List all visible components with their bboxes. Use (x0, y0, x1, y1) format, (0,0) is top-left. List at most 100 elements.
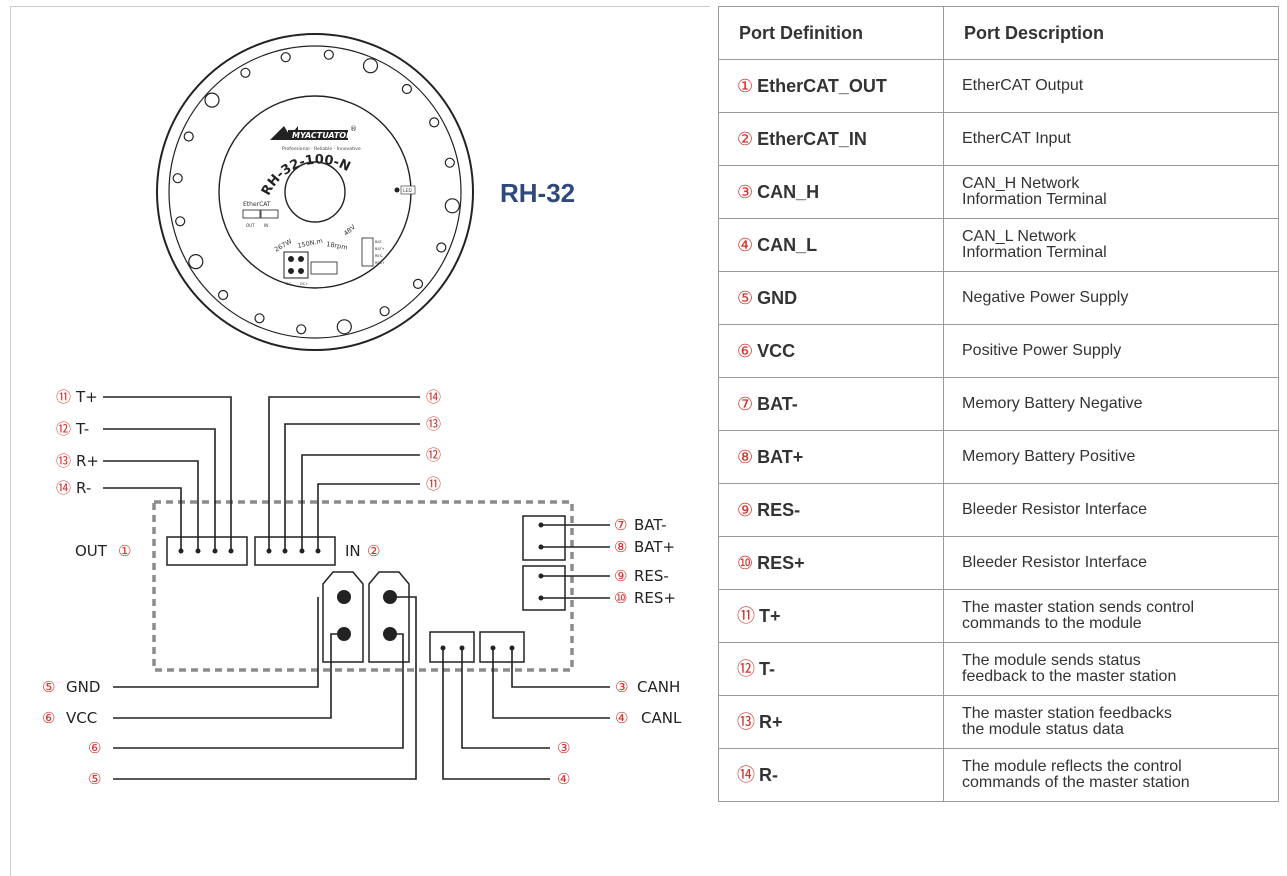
brand-name: MYACTUATOR (292, 131, 352, 140)
svg-text:T-: T- (75, 420, 89, 438)
svg-text:VCC: VCC (66, 709, 97, 727)
port-description-line: Memory Battery Negative (962, 395, 1143, 412)
port-description-cell: EtherCAT Output (943, 59, 1279, 113)
svg-text:OUT: OUT (246, 223, 255, 228)
svg-text:⑬: ⑬ (426, 415, 441, 433)
port-number: ② (737, 129, 754, 149)
port-number: ③ (737, 182, 754, 202)
port-name: T- (759, 659, 775, 679)
svg-text:DC-: DC- (286, 282, 293, 286)
bolt-hole (204, 92, 220, 108)
motor-side-header (361, 237, 374, 267)
port-description-line: commands to the module (962, 615, 1142, 632)
port-description-cell: Bleeder Resistor Interface (943, 483, 1279, 537)
port-name: CAN_L (757, 235, 818, 255)
svg-text:⑫: ⑫ (426, 446, 441, 464)
gnd-terminal (322, 571, 364, 663)
motor-in-connector (260, 209, 279, 219)
port-description-cell: Bleeder Resistor Interface (943, 536, 1279, 590)
frame-top (10, 6, 710, 7)
svg-text:LED: LED (403, 188, 412, 194)
port-number: ⑪ (737, 606, 755, 626)
svg-text:BAT+: BAT+ (634, 538, 675, 556)
svg-text:④: ④ (557, 770, 570, 788)
board-outline (152, 500, 574, 672)
port-name: EtherCAT_OUT (757, 76, 887, 96)
port-name: T+ (759, 606, 781, 626)
port-description-line: EtherCAT Input (962, 130, 1071, 147)
power-labels: ⑤ GND ⑥ VCC ⑥ ⑤ (42, 678, 101, 788)
port-name: GND (757, 288, 798, 308)
bolt-hole (323, 49, 334, 60)
port-description-line: the module status data (962, 721, 1124, 738)
motor-ethercat-label: EtherCAT (243, 201, 271, 208)
port-name: CAN_H (757, 182, 820, 202)
bolt-hole (379, 306, 390, 317)
port-name: R+ (759, 712, 783, 732)
motor-out-connector (242, 209, 261, 219)
port-name: RES+ (757, 553, 805, 573)
svg-text:⑭: ⑭ (56, 479, 71, 497)
can-block-2 (479, 631, 525, 663)
motor-power-block (283, 251, 309, 279)
col-port-definition: Port Definition (718, 6, 944, 60)
port-description-line: Bleeder Resistor Interface (962, 554, 1147, 571)
port-description-line: Memory Battery Positive (962, 448, 1136, 465)
motor-led (394, 187, 400, 193)
port-description-line: Information Terminal (962, 244, 1107, 261)
port-name: VCC (757, 341, 796, 361)
svg-text:CANH: CANH (637, 678, 680, 696)
port-description-cell: Memory Battery Positive (943, 430, 1279, 484)
svg-text:⑪: ⑪ (56, 388, 71, 406)
port-name: RES- (757, 500, 801, 520)
port-description-line: commands of the master station (962, 774, 1190, 791)
port-number: ④ (737, 235, 754, 255)
out-number: ① (118, 542, 131, 560)
bat-header (522, 515, 566, 561)
svg-text:T+: T+ (75, 388, 98, 406)
can-wires (442, 648, 610, 780)
bolt-hole (183, 131, 194, 142)
port-description-line: feedback to the master station (962, 668, 1177, 685)
svg-text:⑧: ⑧ (614, 538, 627, 556)
svg-text:⑥: ⑥ (88, 739, 101, 757)
port-number: ⑥ (737, 341, 754, 361)
svg-text:RES-: RES- (375, 254, 384, 258)
port-number: ⑬ (737, 712, 755, 732)
vcc-terminal (368, 571, 410, 663)
port-description-cell: EtherCAT Input (943, 112, 1279, 166)
svg-text:⑬: ⑬ (56, 452, 71, 470)
in-wires (268, 396, 420, 551)
port-description-line: EtherCAT Output (962, 77, 1084, 94)
port-name: R- (759, 765, 778, 785)
bolt-hole (336, 319, 352, 335)
out-pin-dots (178, 548, 234, 554)
bolt-hole (175, 216, 186, 227)
port-description-line: Negative Power Supply (962, 289, 1129, 306)
bolt-hole (436, 242, 447, 253)
port-description-cell: Negative Power Supply (943, 271, 1279, 325)
svg-text:BAT-: BAT- (375, 240, 383, 244)
svg-text:RES-: RES- (634, 567, 669, 585)
wiring-diagram: MYACTUATOR ® Professional · Reliable · I… (42, 33, 682, 788)
